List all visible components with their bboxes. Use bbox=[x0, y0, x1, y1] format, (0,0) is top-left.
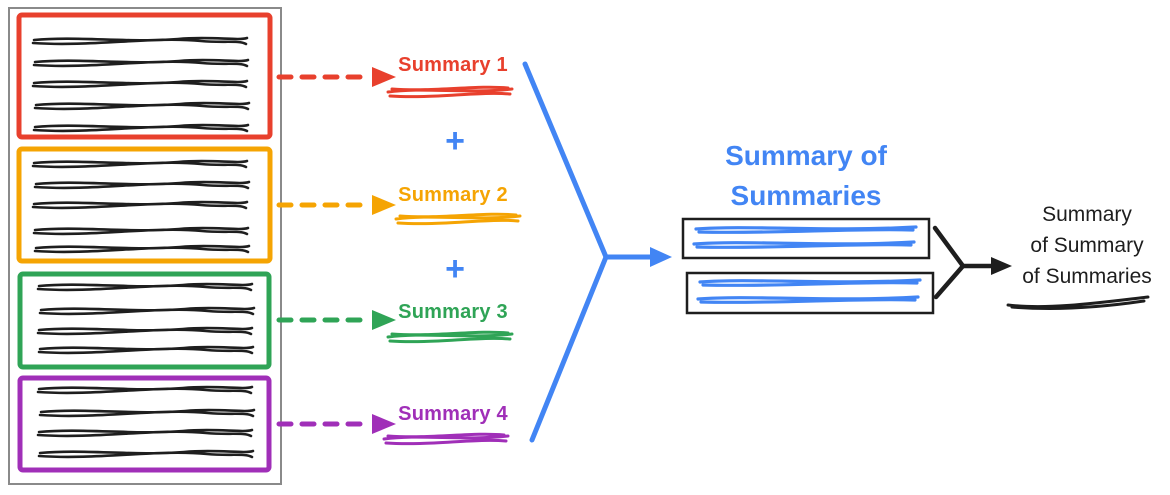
final-join-lines bbox=[932, 225, 996, 300]
final-join-bottom bbox=[933, 263, 966, 300]
doc3-text-line bbox=[36, 282, 254, 292]
summary-of-summaries-title: Summary of Summaries bbox=[725, 140, 887, 211]
final-arrow-head bbox=[991, 257, 1012, 275]
document-box-3 bbox=[17, 271, 272, 370]
document-box-1 bbox=[16, 12, 273, 140]
plus-sign-1: + bbox=[445, 122, 465, 160]
final-summary-line-1: Summary bbox=[1042, 203, 1132, 226]
merged-summary-box-2 bbox=[685, 271, 935, 315]
merged-box2-line bbox=[696, 295, 920, 305]
document-stack-frame bbox=[8, 7, 282, 485]
doc1-text-line bbox=[32, 123, 250, 133]
doc4-text-line bbox=[36, 428, 254, 438]
arrow-doc2-head bbox=[372, 195, 396, 215]
arrow-doc1-head bbox=[372, 67, 396, 87]
summary1-scribble bbox=[386, 85, 514, 99]
document-box-4 bbox=[17, 375, 272, 473]
summary4-scribble bbox=[382, 432, 510, 446]
merged-box1-line bbox=[694, 225, 918, 235]
merge-arrow-head bbox=[650, 247, 672, 267]
merged-summary-box-1 bbox=[681, 217, 931, 260]
document-text-scribbles bbox=[31, 36, 256, 459]
final-summary-line-2: of Summary bbox=[1030, 234, 1144, 257]
final-join-top bbox=[932, 225, 966, 269]
doc2-text-line bbox=[31, 159, 249, 169]
final-summary-line-3: of Summaries bbox=[1022, 265, 1152, 288]
summary-4-label: Summary 4 bbox=[398, 403, 508, 425]
doc2-text-line bbox=[33, 180, 251, 190]
arrow-doc4-head bbox=[372, 414, 396, 434]
arrow-doc3-head bbox=[372, 310, 396, 330]
summary-3-label: Summary 3 bbox=[398, 301, 508, 323]
doc3-text-line bbox=[37, 345, 255, 355]
doc2-text-line bbox=[33, 244, 251, 254]
merged-box1-line bbox=[692, 240, 916, 250]
doc2-text-line bbox=[32, 226, 250, 236]
merge-line-top bbox=[522, 61, 609, 260]
document-box-2 bbox=[16, 146, 273, 264]
doc1-text-line bbox=[33, 101, 251, 111]
summary2-scribble bbox=[394, 212, 522, 226]
doc4-text-line bbox=[36, 385, 254, 395]
summary-2-label: Summary 2 bbox=[398, 184, 508, 206]
summary-1-label: Summary 1 bbox=[398, 54, 508, 76]
summary3-scribble bbox=[386, 330, 514, 344]
final-summary-label: Summary of Summary of Summaries bbox=[1012, 199, 1162, 292]
merged-summary-scribbles bbox=[692, 225, 922, 305]
merged-box2-line bbox=[698, 278, 922, 288]
doc4-text-line bbox=[38, 408, 256, 418]
merge-converge-lines bbox=[522, 61, 655, 443]
plus-sign-2: + bbox=[445, 250, 465, 288]
doc1-text-line bbox=[31, 36, 249, 46]
doc1-text-line bbox=[31, 79, 249, 89]
doc-to-summary-arrows bbox=[276, 74, 373, 427]
doc3-text-line bbox=[36, 326, 254, 336]
doc4-text-line bbox=[37, 449, 255, 459]
final-summary-scribble bbox=[1006, 295, 1150, 310]
merge-line-bottom bbox=[529, 254, 609, 443]
doc1-text-line bbox=[32, 58, 250, 68]
doc2-text-line bbox=[31, 200, 249, 210]
doc3-text-line bbox=[38, 306, 256, 316]
